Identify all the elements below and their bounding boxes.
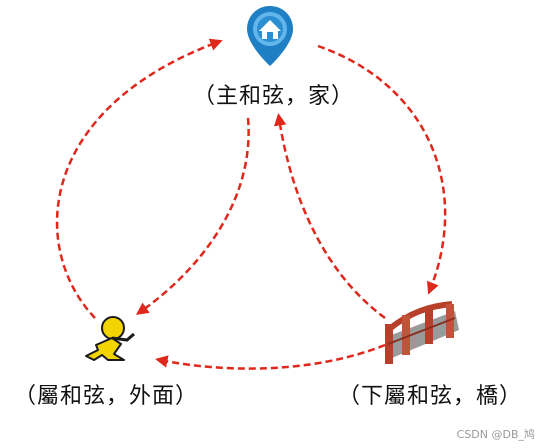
node-label-outside: （屬和弦，外面） [14,384,199,409]
arrow-outside-to-home [55,38,223,319]
running-person-icon [85,316,135,361]
bridge-icon [385,301,459,364]
arrow-bridge-to-outside [155,343,386,370]
home-location-pin-icon [247,6,293,66]
node-label-bridge: （下屬和弦，橋） [338,384,523,409]
arrow-home-to-bridge [317,44,447,295]
arrow-home-to-outside [135,117,250,315]
watermark-text: CSDN @DB_鸠 [456,428,535,441]
arrow-bridge-to-home [273,113,386,320]
node-label-home: （主和弦，家） [193,84,355,109]
